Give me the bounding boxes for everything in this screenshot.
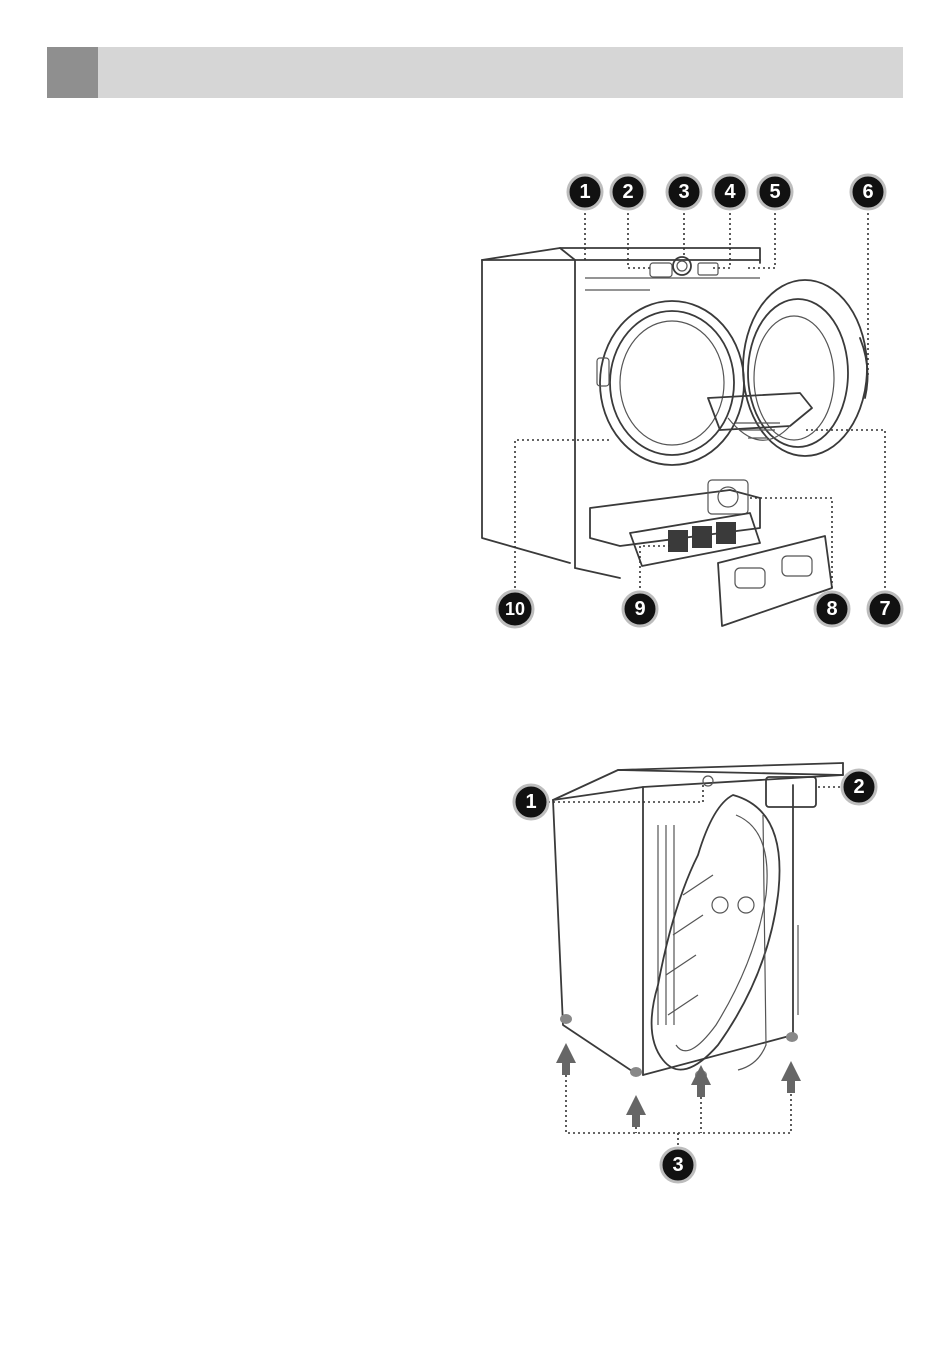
drum-opening (597, 301, 744, 465)
callout-7: 7 (868, 592, 902, 626)
callout-3: 3 (667, 175, 701, 209)
callout-6: 6 (851, 175, 885, 209)
svg-text:1: 1 (525, 791, 536, 813)
up-arrow-icon (781, 1061, 801, 1093)
dryer-front-illustration: 1 2 3 4 5 6 7 8 9 10 (460, 168, 905, 633)
section-header-bar (47, 47, 903, 98)
svg-text:2: 2 (853, 776, 864, 798)
up-arrow-icon (556, 1043, 576, 1075)
callout-10: 10 (497, 591, 533, 627)
svg-text:10: 10 (505, 599, 525, 619)
dryer-back-illustration: 1 2 3 (498, 745, 893, 1190)
callout-5: 5 (758, 175, 792, 209)
svg-text:6: 6 (862, 181, 873, 203)
svg-text:3: 3 (678, 181, 689, 203)
back-callout-1: 1 (514, 785, 548, 819)
callout-2: 2 (611, 175, 645, 209)
svg-text:8: 8 (826, 598, 837, 620)
lint-filter (708, 393, 812, 440)
svg-text:9: 9 (634, 598, 645, 620)
back-callout-3: 3 (661, 1148, 695, 1182)
svg-text:7: 7 (879, 598, 890, 620)
foot-arrows (556, 1043, 801, 1127)
section-header-tab (47, 47, 98, 98)
svg-text:4: 4 (724, 181, 736, 203)
callout-1: 1 (568, 175, 602, 209)
up-arrow-icon (691, 1065, 711, 1097)
up-arrow-icon (626, 1095, 646, 1127)
back-callout-2: 2 (842, 770, 876, 804)
callout-9: 9 (623, 592, 657, 626)
svg-text:2: 2 (622, 181, 633, 203)
svg-text:1: 1 (579, 181, 590, 203)
svg-text:5: 5 (769, 181, 780, 203)
callout-4: 4 (713, 175, 747, 209)
svg-text:3: 3 (672, 1154, 683, 1176)
callout-leaders (548, 785, 840, 1147)
callout-8: 8 (815, 592, 849, 626)
